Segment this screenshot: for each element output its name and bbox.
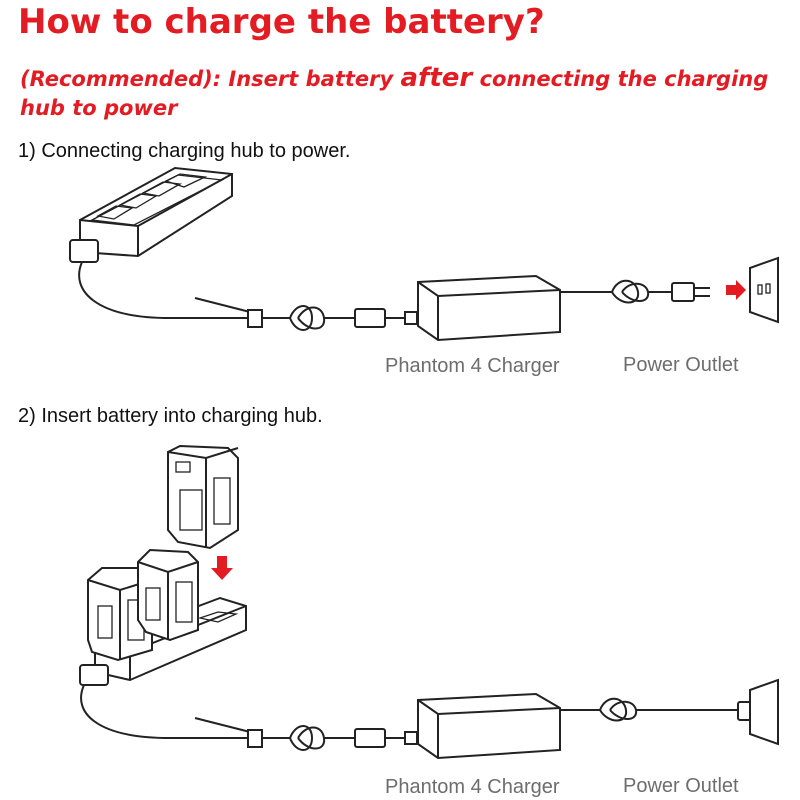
outlet-label-step-2: Power Outlet <box>623 775 739 797</box>
recommendation-emphasis: after <box>400 63 473 93</box>
red-arrow-icon <box>726 280 746 300</box>
recommendation-suffix: connecting the charging hub to power <box>20 67 769 120</box>
red-arrow-icon <box>211 556 233 580</box>
step-2-heading: 2) Insert battery into charging hub. <box>18 405 323 427</box>
recommendation-note: (Recommended): Insert battery after conn… <box>20 64 790 123</box>
outlet-label-step-1: Power Outlet <box>623 354 739 376</box>
plug-icon <box>560 697 753 722</box>
charger-brick-icon <box>417 692 561 760</box>
power-outlet-icon <box>749 678 779 746</box>
cable-icon <box>80 684 418 751</box>
charger-label-step-2: Phantom 4 Charger <box>385 776 560 798</box>
charger-label-step-1: Phantom 4 Charger <box>385 355 560 377</box>
plug-icon <box>560 279 710 304</box>
page-title: How to charge the battery? <box>18 2 545 42</box>
charging-hub-icon <box>69 166 233 263</box>
battery-icon <box>167 444 239 550</box>
power-outlet-icon <box>749 256 779 324</box>
charger-brick-icon <box>417 274 561 342</box>
recommendation-prefix: (Recommended): Insert battery <box>20 67 401 91</box>
charging-hub-icon <box>79 548 247 686</box>
cable-icon <box>78 261 418 331</box>
step-1-heading: 1) Connecting charging hub to power. <box>18 140 351 162</box>
